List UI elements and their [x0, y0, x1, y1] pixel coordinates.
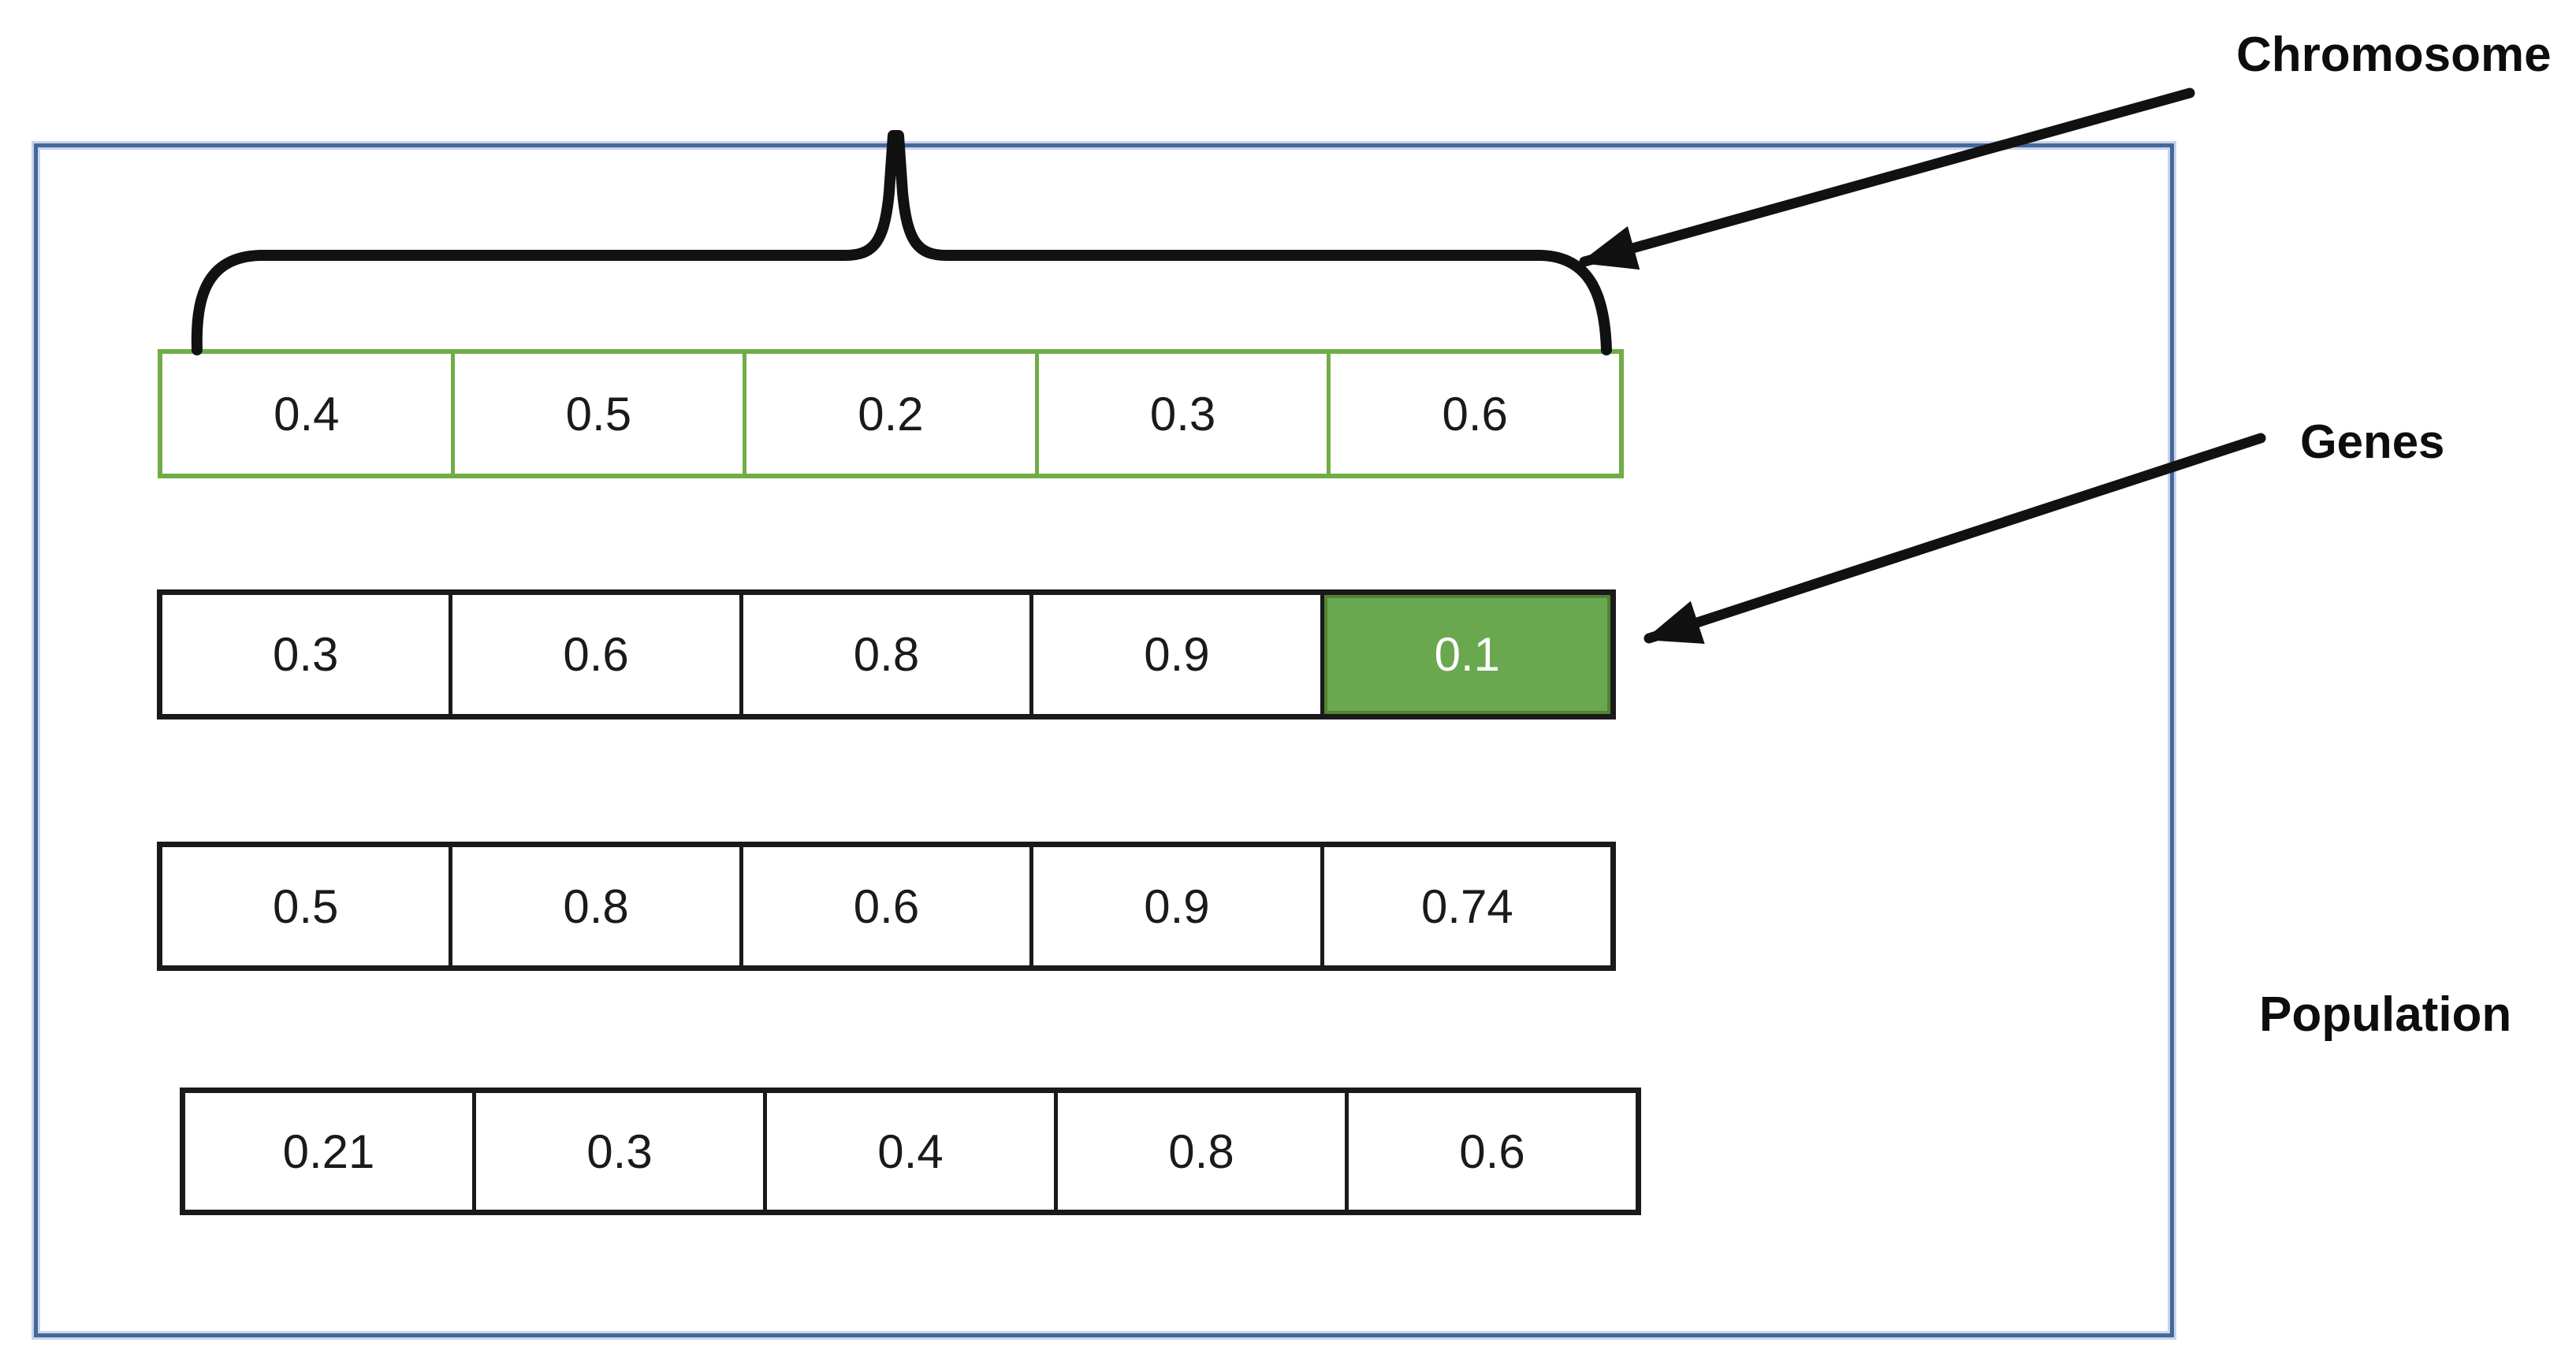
gene-cell: 0.3 [272, 628, 339, 681]
gene-cell: 0.3 [1034, 354, 1327, 474]
gene-cell: 0.6 [1327, 354, 1619, 474]
gene-cell: 0.8 [739, 595, 1029, 714]
chromosome-label: Chromosome [2236, 28, 2552, 82]
chromosome-row-2: 0.3 0.6 0.8 0.9 0.1 [157, 589, 1616, 719]
gene-cell: 0.6 [449, 595, 739, 714]
chromosome-row-1: 0.4 0.5 0.2 0.3 0.6 [158, 349, 1624, 478]
gene-cell: 0.9 [1029, 595, 1320, 714]
gene-cell: 0.9 [1029, 847, 1320, 965]
gene-cell: 0.6 [739, 847, 1029, 965]
gene-cell: 0.6 [1345, 1093, 1636, 1210]
gene-cell: 0.2 [743, 354, 1035, 474]
gene-cell: 0.4 [763, 1093, 1054, 1210]
genes-label: Genes [2300, 415, 2445, 468]
gene-cell: 0.74 [1320, 847, 1610, 965]
chromosome-row-4: 0.21 0.3 0.4 0.8 0.6 [180, 1088, 1641, 1215]
gene-cell: 0.4 [274, 387, 340, 441]
population-label: Population [2259, 987, 2512, 1042]
gene-cell: 0.5 [272, 879, 339, 933]
gene-cell: 0.5 [450, 354, 743, 474]
gene-cell: 0.3 [472, 1093, 763, 1210]
gene-cell: 0.21 [282, 1125, 375, 1178]
chromosome-row-3: 0.5 0.8 0.6 0.9 0.74 [157, 842, 1616, 971]
gene-cell: 0.8 [1054, 1093, 1345, 1210]
gene-cell-highlighted: 0.1 [1320, 595, 1611, 714]
gene-cell: 0.8 [449, 847, 739, 965]
